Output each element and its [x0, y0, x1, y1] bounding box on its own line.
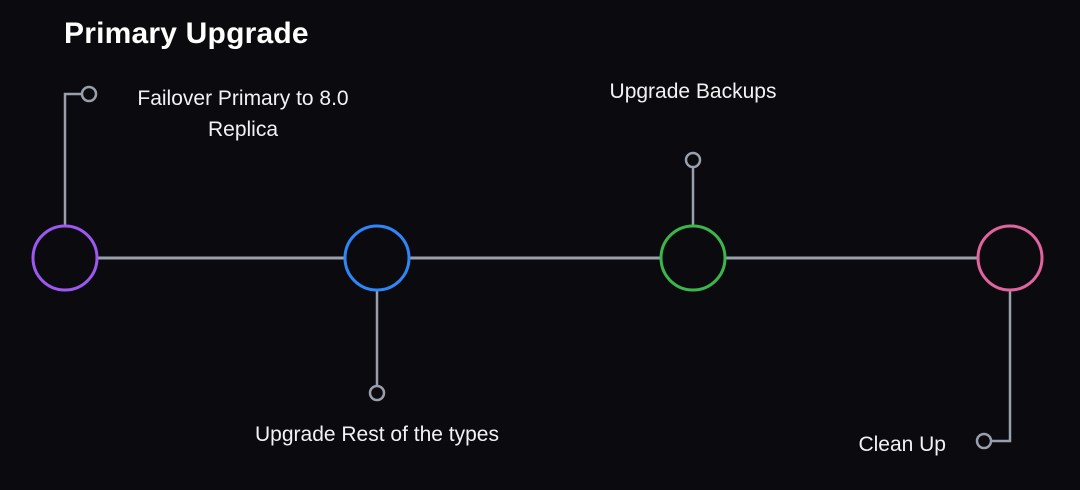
- node-label-upgrade-backups: Upgrade Backups: [609, 80, 777, 103]
- node-label-failover-primary: Failover Primary to 8.0 Replica: [137, 87, 349, 141]
- timeline-node-failover-primary[interactable]: [31, 224, 99, 292]
- timeline-node-upgrade-backups[interactable]: [659, 224, 727, 292]
- connector-endpoint-clean-up: [975, 432, 993, 450]
- connector-line-failover-primary: [63, 92, 82, 226]
- connector-endpoint-upgrade-rest: [368, 384, 386, 402]
- timeline-node-clean-up[interactable]: [976, 224, 1044, 292]
- connector-endpoint-upgrade-backups: [684, 151, 702, 169]
- connector-endpoint-failover-primary: [80, 85, 98, 103]
- node-label-clean-up: Clean Up: [858, 433, 946, 456]
- timeline-node-upgrade-rest[interactable]: [343, 224, 411, 292]
- connector-upgrade-rest: [368, 290, 386, 402]
- connector-upgrade-backups: [684, 151, 702, 226]
- connector-line-clean-up: [991, 290, 1012, 443]
- page-title: Primary Upgrade: [64, 17, 309, 50]
- connector-clean-up: [975, 290, 1012, 450]
- connector-failover-primary: [63, 85, 98, 226]
- node-label-upgrade-rest: Upgrade Rest of the types: [255, 423, 499, 446]
